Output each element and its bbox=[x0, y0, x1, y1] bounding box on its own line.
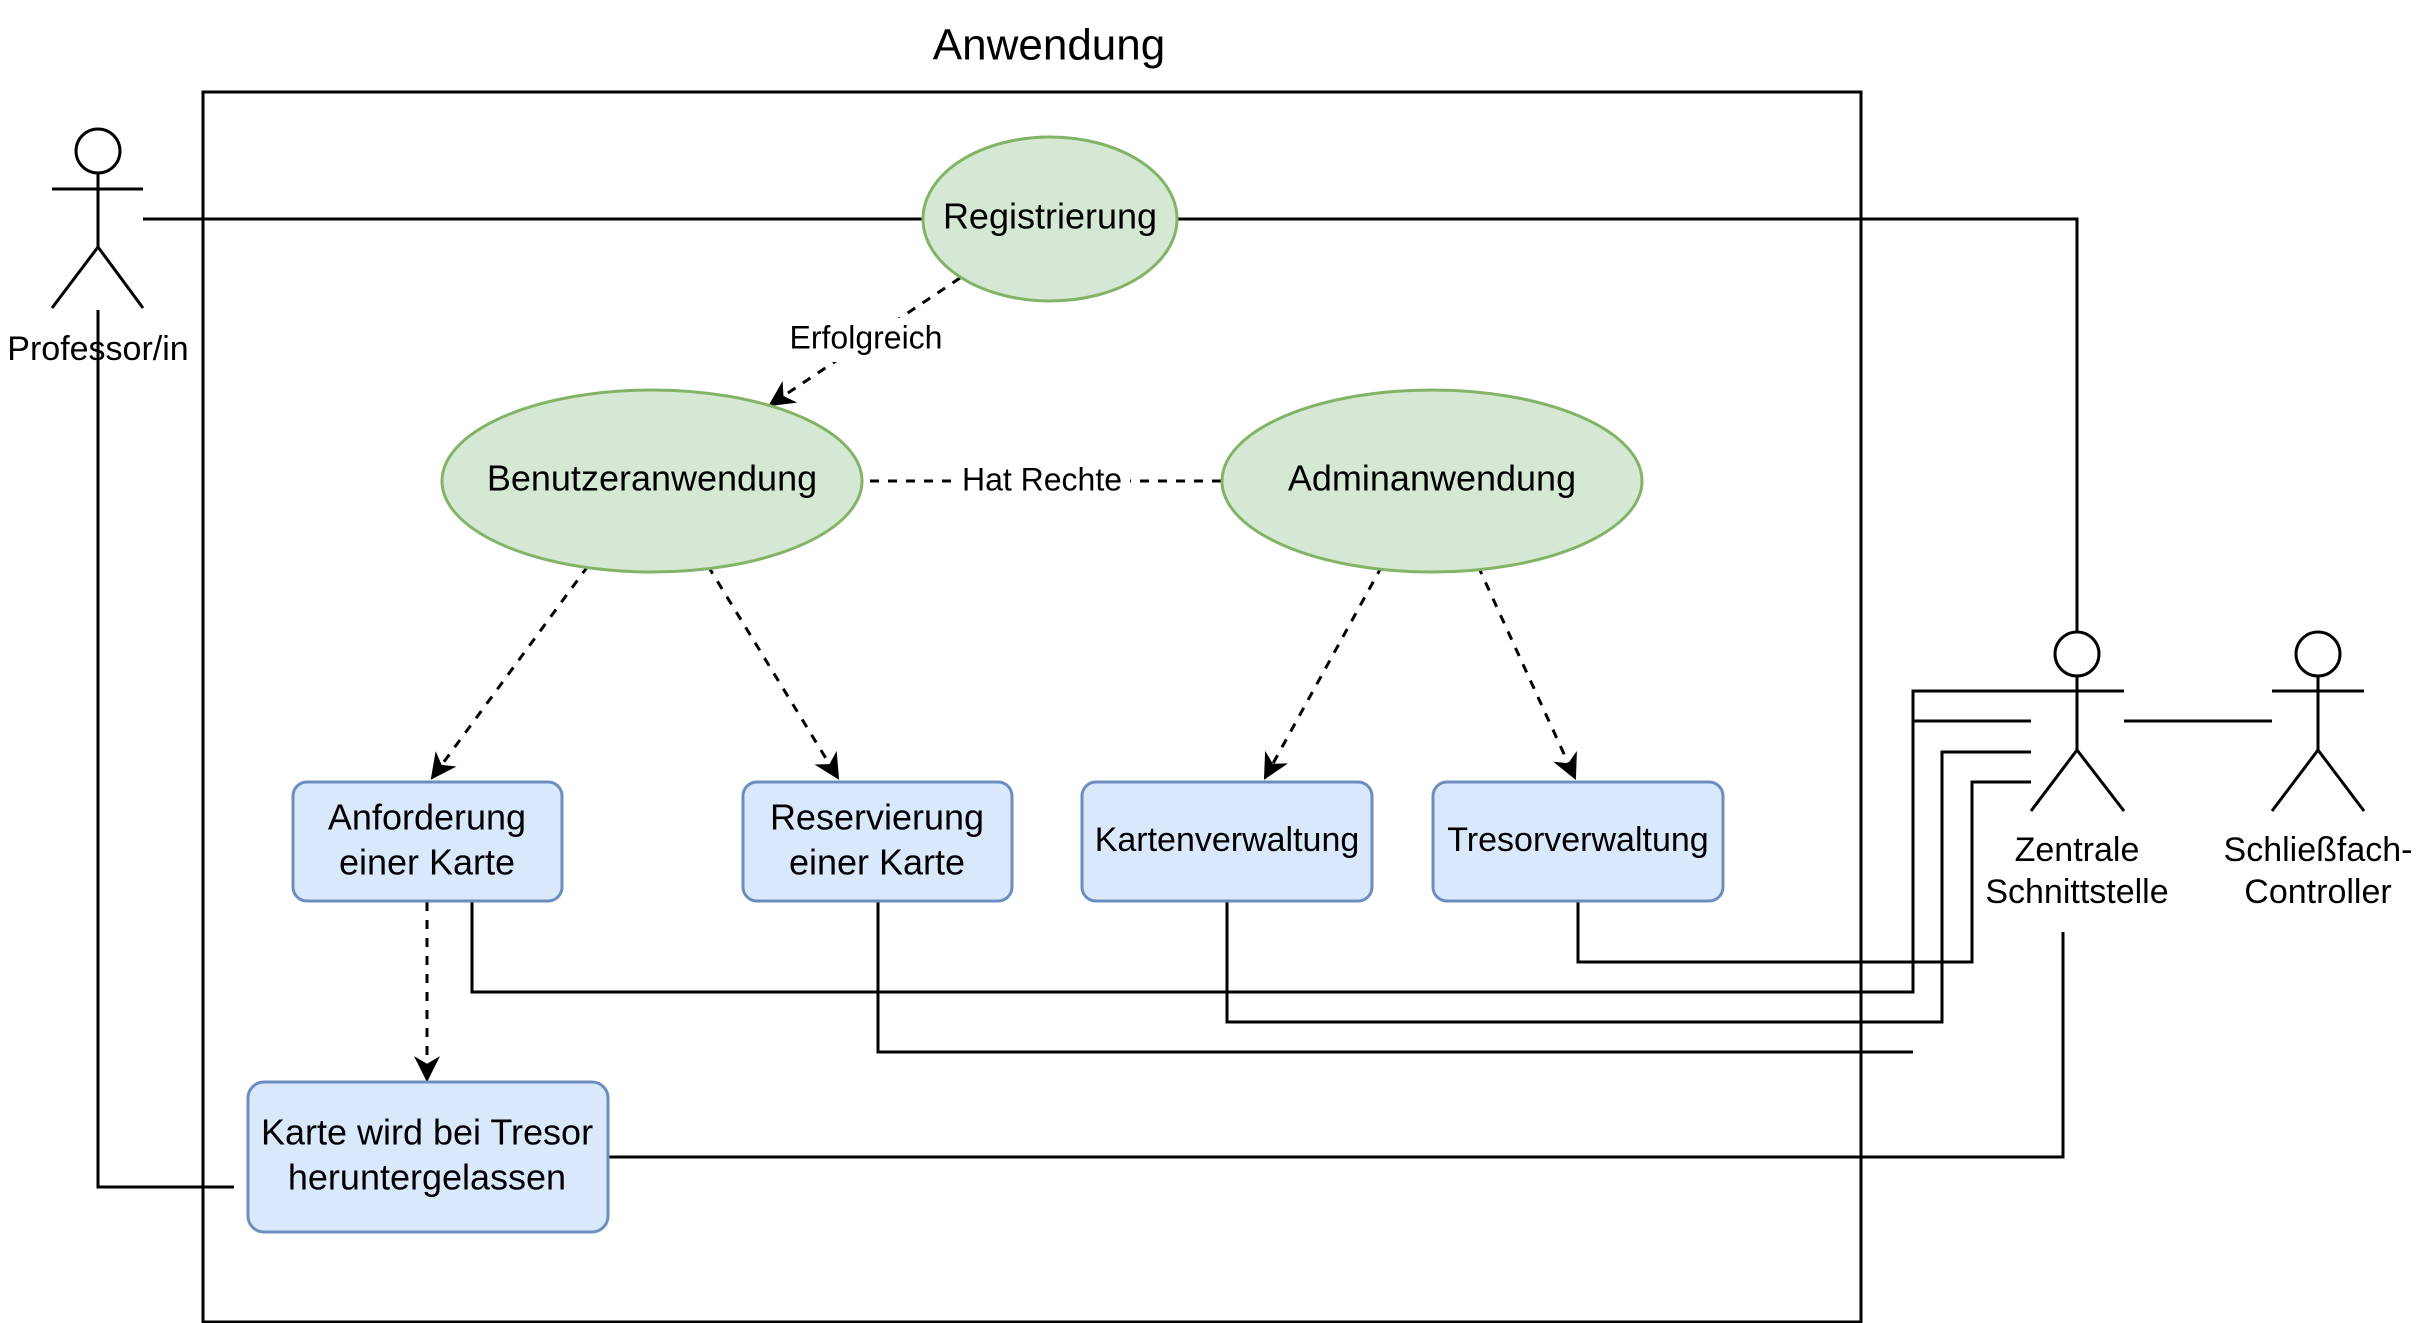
dashed-benutzer-anforderung bbox=[430, 565, 590, 780]
actor-schnittstelle: Zentrale Schnittstelle bbox=[1985, 630, 2169, 911]
activity-karte-tresor-line1: Karte wird bei Tresor bbox=[261, 1112, 593, 1153]
activity-karte-tresor-line2: heruntergelassen bbox=[288, 1157, 566, 1198]
activity-reservierung-shape bbox=[741, 780, 1014, 903]
activity-karte-tresor-shape bbox=[246, 1080, 610, 1234]
dashed-admin-kartenverwaltung bbox=[1263, 565, 1384, 780]
activity-anforderung: Anforderung einer Karte bbox=[291, 780, 564, 903]
activity-kartenverwaltung-label: Kartenverwaltung bbox=[1095, 821, 1360, 859]
dashed-admin-tresorverwaltung bbox=[1476, 565, 1577, 780]
connector-reservierung-schnittstelle bbox=[876, 902, 1913, 1054]
usecase-adminanwendung: Adminanwendung bbox=[1220, 388, 1644, 574]
actor-professor-head bbox=[74, 127, 122, 175]
activity-anforderung-line2: einer Karte bbox=[339, 842, 515, 883]
usecase-benutzeranwendung: Benutzeranwendung bbox=[440, 388, 864, 574]
usecase-adminanwendung-label: Adminanwendung bbox=[1288, 458, 1576, 499]
connector-anforderung-schnittstelle bbox=[470, 689, 2121, 994]
usecase-adminanwendung-shape bbox=[1220, 388, 1644, 574]
actor-controller-label-line1: Schließfach- bbox=[2224, 831, 2413, 869]
actor-professor-body bbox=[50, 173, 145, 309]
edge-label-hat-rechte: Hat Rechte bbox=[962, 461, 1122, 497]
activity-tresorverwaltung: Tresorverwaltung bbox=[1431, 780, 1725, 903]
actor-schnittstelle-head bbox=[2053, 630, 2101, 678]
activity-tresorverwaltung-shape bbox=[1431, 780, 1725, 903]
connector-registrierung-schnittstelle bbox=[1178, 217, 2079, 632]
actor-controller: Schließfach- Controller bbox=[2224, 630, 2413, 911]
activity-reservierung-line1: Reservierung bbox=[770, 797, 984, 838]
activity-kartenverwaltung: Kartenverwaltung bbox=[1080, 780, 1374, 903]
actor-schnittstelle-label-line2: Schnittstelle bbox=[1985, 873, 2168, 911]
actor-professor-label: Professor/in bbox=[7, 330, 188, 368]
activity-karte-tresor: Karte wird bei Tresor heruntergelassen bbox=[246, 1080, 610, 1234]
actor-schnittstelle-label-line1: Zentrale bbox=[2015, 831, 2140, 869]
activity-anforderung-line1: Anforderung bbox=[328, 797, 526, 838]
usecase-benutzeranwendung-label: Benutzeranwendung bbox=[487, 458, 817, 499]
activity-tresorverwaltung-label: Tresorverwaltung bbox=[1447, 821, 1708, 859]
connector-kartenverwaltung-schnittstelle bbox=[1225, 750, 2031, 1024]
actor-controller-body bbox=[2270, 676, 2366, 812]
connector-professor-karte-tresor bbox=[96, 310, 234, 1189]
dashed-benutzer-reservierung bbox=[706, 565, 840, 780]
activity-reservierung: Reservierung einer Karte bbox=[741, 780, 1014, 903]
usecase-registrierung-shape bbox=[921, 135, 1179, 303]
usecase-registrierung-label: Registrierung bbox=[943, 196, 1157, 237]
connector-tresorverwaltung-schnittstelle bbox=[1576, 780, 2031, 964]
actor-professor: Professor/in bbox=[7, 127, 189, 368]
actor-controller-label-line2: Controller bbox=[2244, 873, 2391, 911]
edge-label-erfolgreich: Erfolgreich bbox=[790, 319, 943, 355]
connector-karte-tresor-schnittstelle bbox=[607, 932, 2065, 1159]
actor-schnittstelle-body bbox=[2029, 676, 2126, 812]
activity-anforderung-shape bbox=[291, 780, 564, 903]
system-boundary bbox=[201, 90, 1863, 1323]
actor-controller-head bbox=[2294, 630, 2342, 678]
usecase-benutzeranwendung-shape bbox=[440, 388, 864, 574]
activity-reservierung-line2: einer Karte bbox=[789, 842, 965, 883]
system-boundary-title: Anwendung bbox=[933, 21, 1165, 70]
activity-kartenverwaltung-shape bbox=[1080, 780, 1374, 903]
usecase-registrierung: Registrierung bbox=[921, 135, 1179, 303]
